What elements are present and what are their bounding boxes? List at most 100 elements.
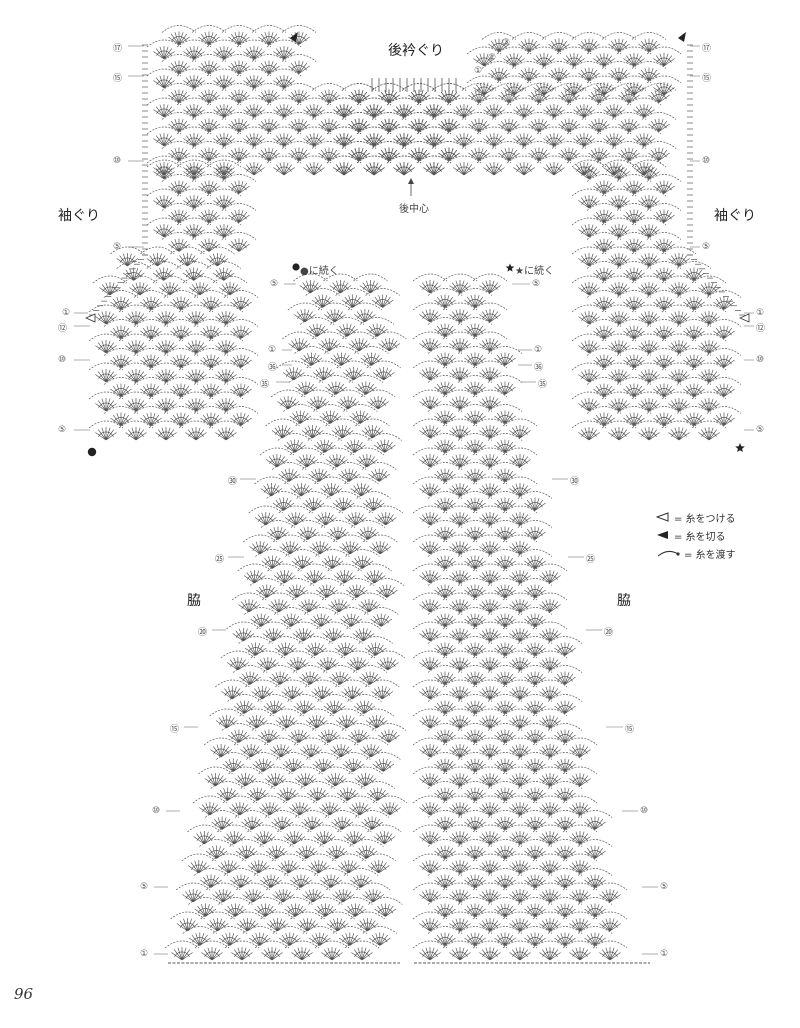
shell-stitch [355,882,391,903]
shell-stitch [191,112,227,132]
shell-stitch [517,520,553,540]
shell-stitch [487,607,523,627]
shell-stitch [442,853,478,874]
shell-stitch [359,708,394,729]
legend-item-carry: = 糸を渡す [656,544,736,562]
shell-stitch [457,897,493,917]
filled-triangle-icon [678,32,686,42]
shell-stitch [206,97,242,118]
shell-stitch [491,141,527,161]
shell-stitch [472,737,508,758]
shell-stitch [487,491,523,511]
shell-stitch [278,897,313,917]
shell-stitch [338,505,374,526]
shell-stitch [427,752,463,772]
open-triangle-icon [85,313,96,323]
shell-stitch [284,940,320,961]
shell-stitch [270,781,305,801]
shell-stitch [502,708,538,729]
shell-stitch [286,621,321,642]
shell-stitch [343,404,378,424]
shell-stitch [161,232,197,252]
shell-stitch [476,155,512,176]
shell-stitch [517,694,553,714]
shell-stitch [412,476,448,497]
shell-stitch [616,406,652,426]
shell-stitch [502,766,538,787]
shell-stitch [472,795,508,816]
row-tag: ⑮ [170,725,180,735]
shell-stitch [176,217,212,238]
shell-stitch [244,607,279,627]
shell-stitch [176,39,212,60]
row-tag: ㉕ [586,555,596,565]
shell-stitch [224,940,260,961]
shell-stitch [161,141,197,161]
shell-stitch [163,377,199,397]
shell-stitch [270,389,306,410]
shell-stitch [472,882,508,903]
shell-stitch [457,317,493,337]
shell-stitch [577,810,613,830]
shell-stitch [457,491,493,511]
shell-stitch [616,261,652,281]
shell-stitch [457,839,493,859]
shell-stitch [472,505,508,526]
shell-stitch [354,346,389,366]
row-tag: ㉚ [570,477,580,487]
shell-stitch [427,781,463,801]
shell-stitch [337,433,372,453]
shell-stitch [206,39,242,60]
shell-stitch [289,447,325,468]
shell-stitch [616,319,652,339]
shell-stitch [491,112,527,132]
shell-stitch [200,246,235,267]
shell-stitch [146,39,182,60]
shell-stitch [502,534,538,555]
shell-stitch [146,126,182,147]
shell-stitch [237,563,272,584]
row-tag: ① [140,949,149,959]
shell-stitch [631,333,667,354]
shell-stitch [517,549,553,569]
shell-stitch [502,476,538,497]
shell-stitch [276,752,311,772]
shell-stitch [457,752,493,772]
shell-stitch [586,203,622,223]
shell-stitch [103,319,139,339]
shell-stitch [427,346,463,366]
shell-stitch [601,61,637,81]
shell-stitch [204,810,240,830]
shell-stitch [250,650,286,671]
shell-stitch [259,447,295,468]
shell-stitch [401,141,437,161]
shell-stitch [521,141,557,161]
shell-stitch [327,563,362,584]
row-tag: ㉟ [260,380,270,390]
shell-stitch [178,391,214,412]
shell-stitch [562,737,598,758]
shell-stitch [631,217,667,238]
row-tag: ⑩ [702,156,711,166]
shell-stitch [401,112,437,132]
shell-stitch [586,46,622,67]
shell-stitch [466,75,502,96]
shell-stitch [221,232,257,252]
shell-stitch [412,331,448,352]
shell-stitch [188,897,223,917]
shell-stitch [416,97,452,118]
shell-stitch [103,377,139,397]
shell-stitch [277,824,312,845]
row-tag: ① [534,345,543,355]
shell-stitch [298,636,333,656]
shell-stitch [365,679,400,700]
shell-stitch [412,853,448,874]
shell-stitch [472,273,508,294]
shell-stitch [532,882,568,903]
shell-stitch [319,839,354,859]
shell-stitch [347,302,383,323]
shell-stitch [146,159,182,180]
shell-stitch [577,926,613,946]
shell-stitch [161,83,197,103]
shell-stitch [412,505,448,526]
